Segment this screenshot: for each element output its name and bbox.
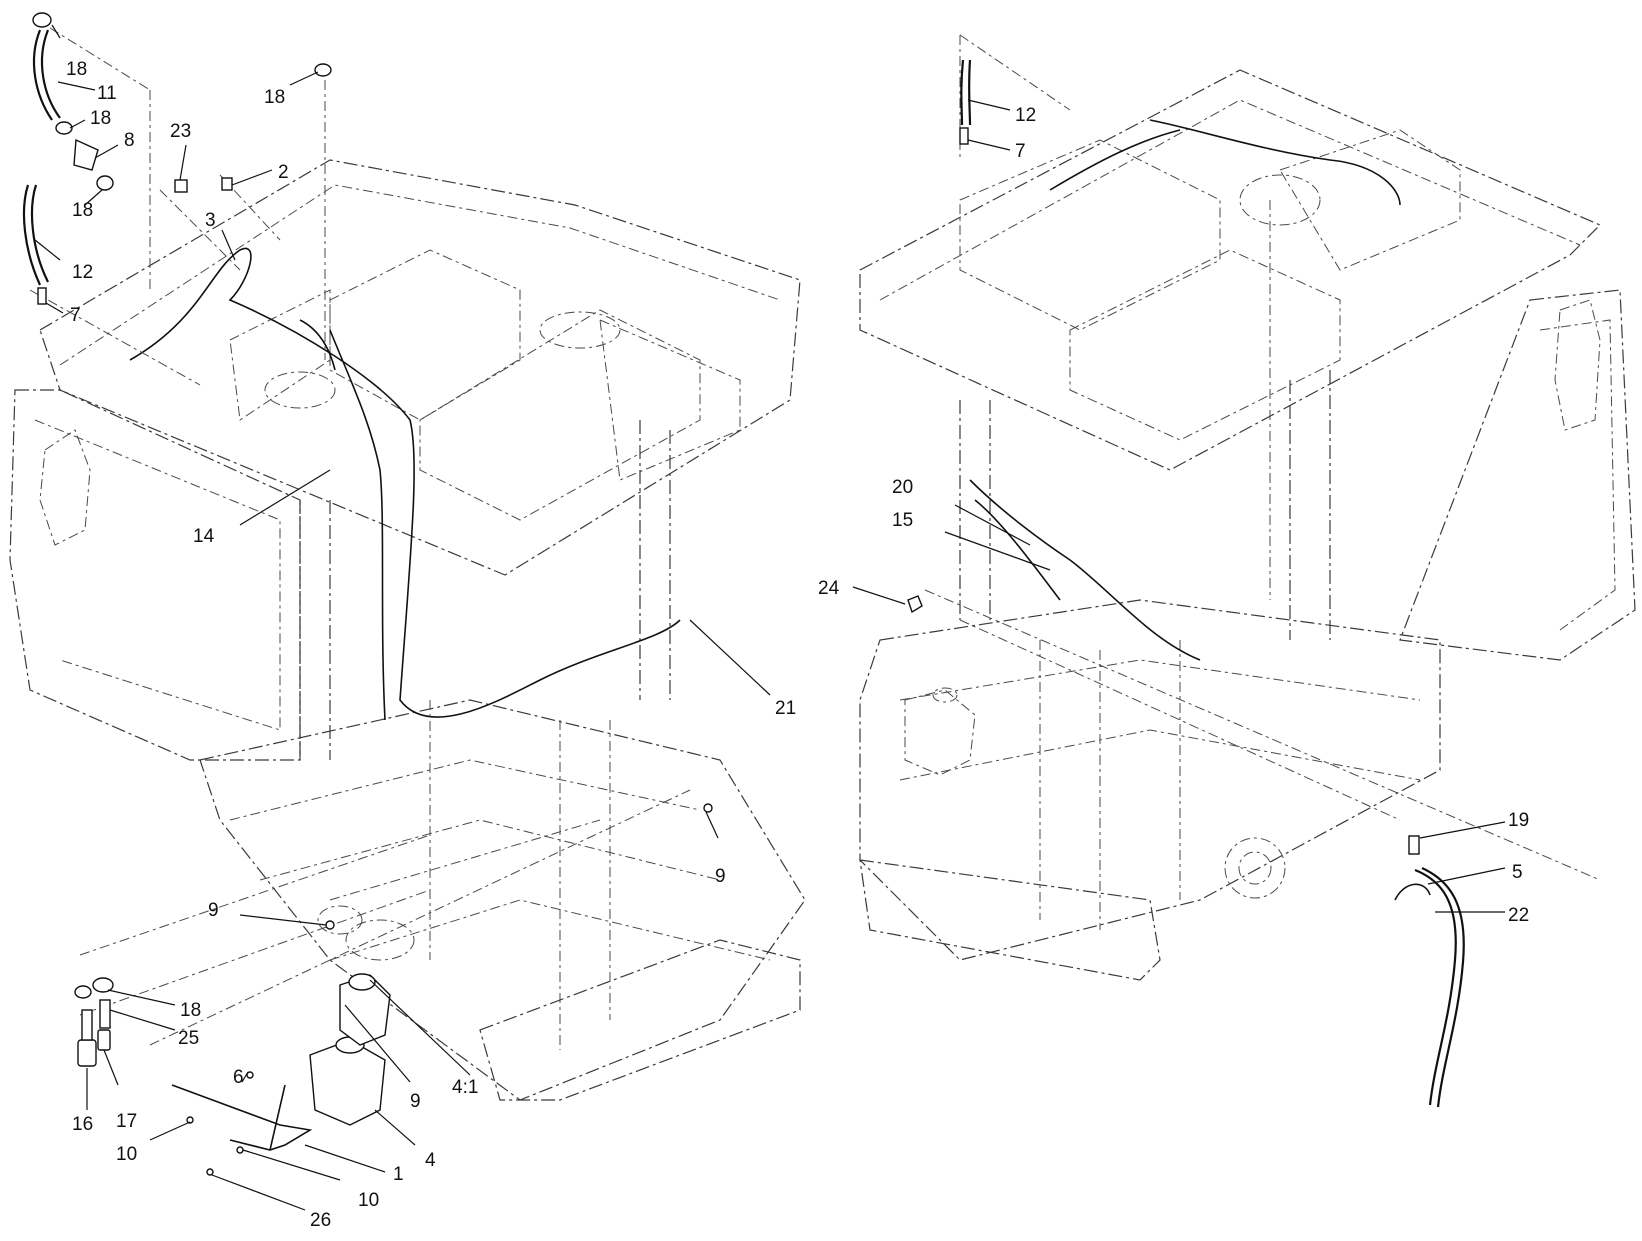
left-side-frame [9,389,301,761]
hose-11 [32,29,53,121]
callout-4: 4 [425,1150,436,1171]
clamp-9b [703,803,713,813]
left-top-fittings [22,12,332,305]
callout-10a: 10 [116,1144,137,1165]
leader-lines [34,24,1506,1211]
callout-2: 2 [278,162,289,183]
right-roof-panel [859,69,1602,471]
screw-6 [246,1071,254,1079]
hose-12 [22,184,42,286]
clamp-18e [92,977,114,993]
callout-15: 15 [892,510,913,531]
callout-18c: 18 [72,200,93,221]
callout-17: 17 [116,1111,137,1132]
callout-26: 26 [310,1210,331,1231]
callout-21: 21 [775,698,796,719]
callout-10b: 10 [358,1190,379,1211]
right-assembly [859,34,1636,981]
right-side-frame [1399,289,1636,661]
callout-8: 8 [124,130,135,151]
callout-24: 24 [818,578,840,599]
callout-3: 3 [205,210,216,231]
left-assembly [9,27,806,1101]
callout-18d: 18 [264,87,285,108]
callout-20: 20 [892,477,913,498]
callout-16: 16 [72,1114,93,1135]
clamp-18b [55,121,73,135]
fitting-7b [959,127,969,145]
callout-9c: 9 [410,1091,421,1112]
callout-1: 1 [393,1164,404,1185]
screw-26 [206,1168,214,1176]
bracket-1 [171,1084,313,1151]
fitting-16 [77,1039,97,1067]
screw-10a [186,1116,194,1124]
fitting-8 [73,138,99,171]
callout-11: 11 [97,83,117,104]
callout-4-1: 4:1 [452,1077,478,1098]
hose-22 [1414,868,1457,1106]
callout-14: 14 [193,526,215,547]
right-chassis [859,599,1441,961]
callout-25: 25 [178,1028,199,1049]
bracket-23 [174,179,188,193]
callout-19: 19 [1508,810,1529,831]
callout-18e: 18 [180,1000,201,1021]
callout-18a: 18 [66,59,87,80]
callout-12b: 12 [1015,105,1036,126]
left-chassis [199,699,806,1101]
callout-22: 22 [1508,905,1529,926]
screw-10b [236,1146,244,1154]
hose-12b [960,59,965,126]
callout-5: 5 [1512,862,1523,883]
fitting-25 [99,999,111,1029]
callout-12a: 12 [72,262,93,283]
clamp-18a [32,12,52,28]
fitting-17 [97,1029,111,1051]
clamp-18d [314,63,332,77]
label-2 [221,177,233,191]
clamp-5 [1394,883,1431,901]
fitting-7a [37,287,47,305]
callout-6: 6 [233,1067,244,1088]
right-fittings [907,59,1465,1108]
callout-9b: 9 [208,900,219,921]
clamp-18c [96,175,114,191]
left-lower-parts [74,803,713,1176]
callout-labels: 18 11 18 8 18 12 7 18 23 2 3 14 21 9 9 1… [66,59,1529,1231]
fitting-19 [1408,835,1420,855]
clamp-9a [325,920,335,930]
clip-24 [907,595,923,614]
right-reservoir [904,689,976,776]
callout-9a: 9 [715,866,726,887]
callout-23: 23 [170,121,191,142]
callout-7b: 7 [1015,141,1026,162]
callout-18b: 18 [90,108,111,129]
left-roof-panel [39,159,801,576]
callout-7a: 7 [70,305,81,326]
